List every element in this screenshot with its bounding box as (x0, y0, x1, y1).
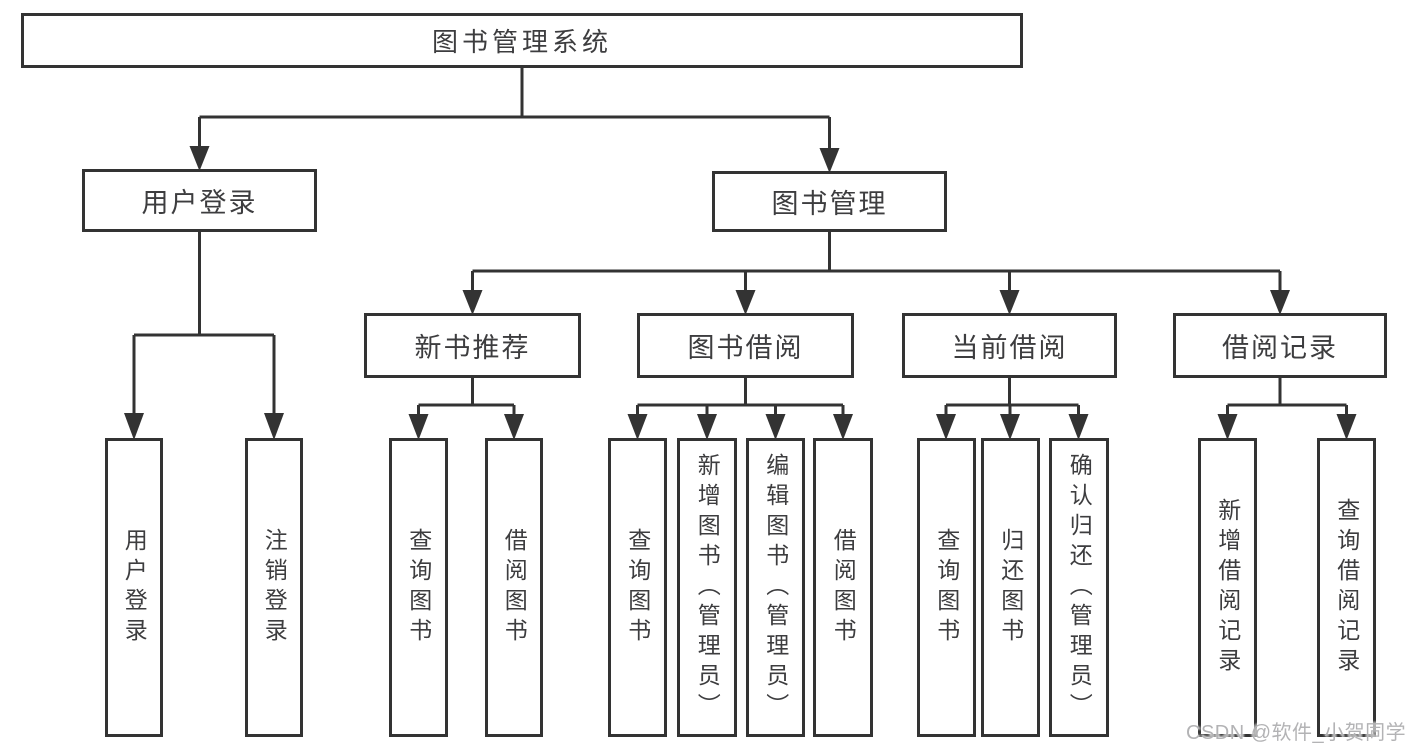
arrowhead (1068, 414, 1089, 440)
node-leaf-search-books-2: 查询图书 (608, 438, 667, 737)
node-borrow-records-label: 借阅记录 (1222, 333, 1338, 363)
node-leaf-borrow-books-2-label: 借阅图书 (830, 527, 857, 648)
arrowhead (765, 414, 786, 440)
node-borrow-records: 借阅记录 (1173, 313, 1387, 378)
user-login-connector (132, 232, 276, 414)
arrowhead (1336, 414, 1357, 440)
node-current-borrow: 当前借阅 (902, 313, 1117, 378)
arrowhead (819, 148, 840, 173)
node-leaf-search-books-1-label: 查询图书 (405, 527, 432, 648)
node-leaf-add-books-admin: 新增图书（管理员） (677, 438, 737, 737)
arrowhead (833, 414, 853, 440)
node-new-book-recommend: 新书推荐 (364, 313, 581, 378)
node-root-label: 图书管理系统 (431, 27, 612, 57)
node-book-management: 图书管理 (712, 171, 947, 232)
arrowhead (504, 414, 524, 440)
borrow-records-connector (1226, 378, 1348, 416)
node-leaf-search-books-1: 查询图书 (389, 438, 448, 737)
node-leaf-search-borrow-record: 查询借阅记录 (1317, 438, 1376, 737)
node-leaf-add-borrow-record: 新增借阅记录 (1198, 438, 1257, 737)
node-leaf-borrow-books-2: 借阅图书 (813, 438, 873, 737)
arrowhead (408, 414, 429, 440)
node-book-management-label: 图书管理 (771, 189, 888, 219)
node-leaf-search-books-3-label: 查询图书 (933, 527, 960, 648)
node-leaf-borrow-books-1-label: 借阅图书 (501, 527, 528, 648)
arrowhead (189, 146, 210, 171)
node-leaf-edit-books-admin-label: 编辑图书（管理员） (762, 452, 789, 723)
node-leaf-logout: 注销登录 (245, 438, 303, 737)
node-leaf-add-borrow-record-label: 新增借阅记录 (1214, 497, 1241, 678)
node-current-borrow-label: 当前借阅 (951, 333, 1068, 363)
node-user-login-label: 用户登录 (141, 188, 258, 218)
node-leaf-return-books: 归还图书 (981, 438, 1040, 737)
book-borrow-connector (636, 378, 845, 416)
node-leaf-edit-books-admin: 编辑图书（管理员） (746, 438, 805, 737)
node-book-borrow: 图书借阅 (637, 313, 854, 378)
arrowhead (936, 414, 956, 440)
arrowhead (1217, 414, 1238, 440)
arrowhead (462, 290, 483, 315)
node-book-borrow-label: 图书借阅 (687, 333, 804, 363)
root-connector (198, 67, 831, 149)
watermark: CSDN @软件_小贺同学 (1186, 722, 1405, 744)
node-new-book-recommend-label: 新书推荐 (414, 333, 531, 363)
current-borrow-connector (944, 378, 1080, 416)
node-leaf-return-books-label: 归还图书 (997, 527, 1024, 648)
node-leaf-search-borrow-record-label: 查询借阅记录 (1333, 497, 1360, 678)
node-leaf-search-books-3: 查询图书 (917, 438, 976, 737)
node-leaf-user-login-label: 用户登录 (121, 527, 148, 648)
node-leaf-logout-label: 注销登录 (261, 527, 288, 648)
arrowhead (697, 414, 717, 440)
node-leaf-search-books-2-label: 查询图书 (624, 527, 651, 648)
arrowhead (1270, 290, 1290, 315)
node-leaf-confirm-return-admin: 确认归还（管理员） (1049, 438, 1109, 737)
node-leaf-borrow-books-1: 借阅图书 (485, 438, 543, 737)
arrowhead (124, 413, 144, 440)
node-leaf-add-books-admin-label: 新增图书（管理员） (694, 452, 721, 723)
arrowhead (264, 413, 284, 440)
new-book-recommend-connector (417, 378, 516, 416)
node-leaf-user-login: 用户登录 (105, 438, 163, 737)
node-user-login: 用户登录 (82, 169, 317, 232)
book-management-connector (471, 232, 1282, 291)
node-leaf-confirm-return-admin-label: 确认归还（管理员） (1066, 452, 1093, 723)
arrowhead (627, 414, 648, 440)
arrowhead (999, 290, 1020, 315)
node-root: 图书管理系统 (21, 13, 1023, 68)
arrowhead (735, 290, 756, 315)
arrowhead (1000, 414, 1020, 440)
